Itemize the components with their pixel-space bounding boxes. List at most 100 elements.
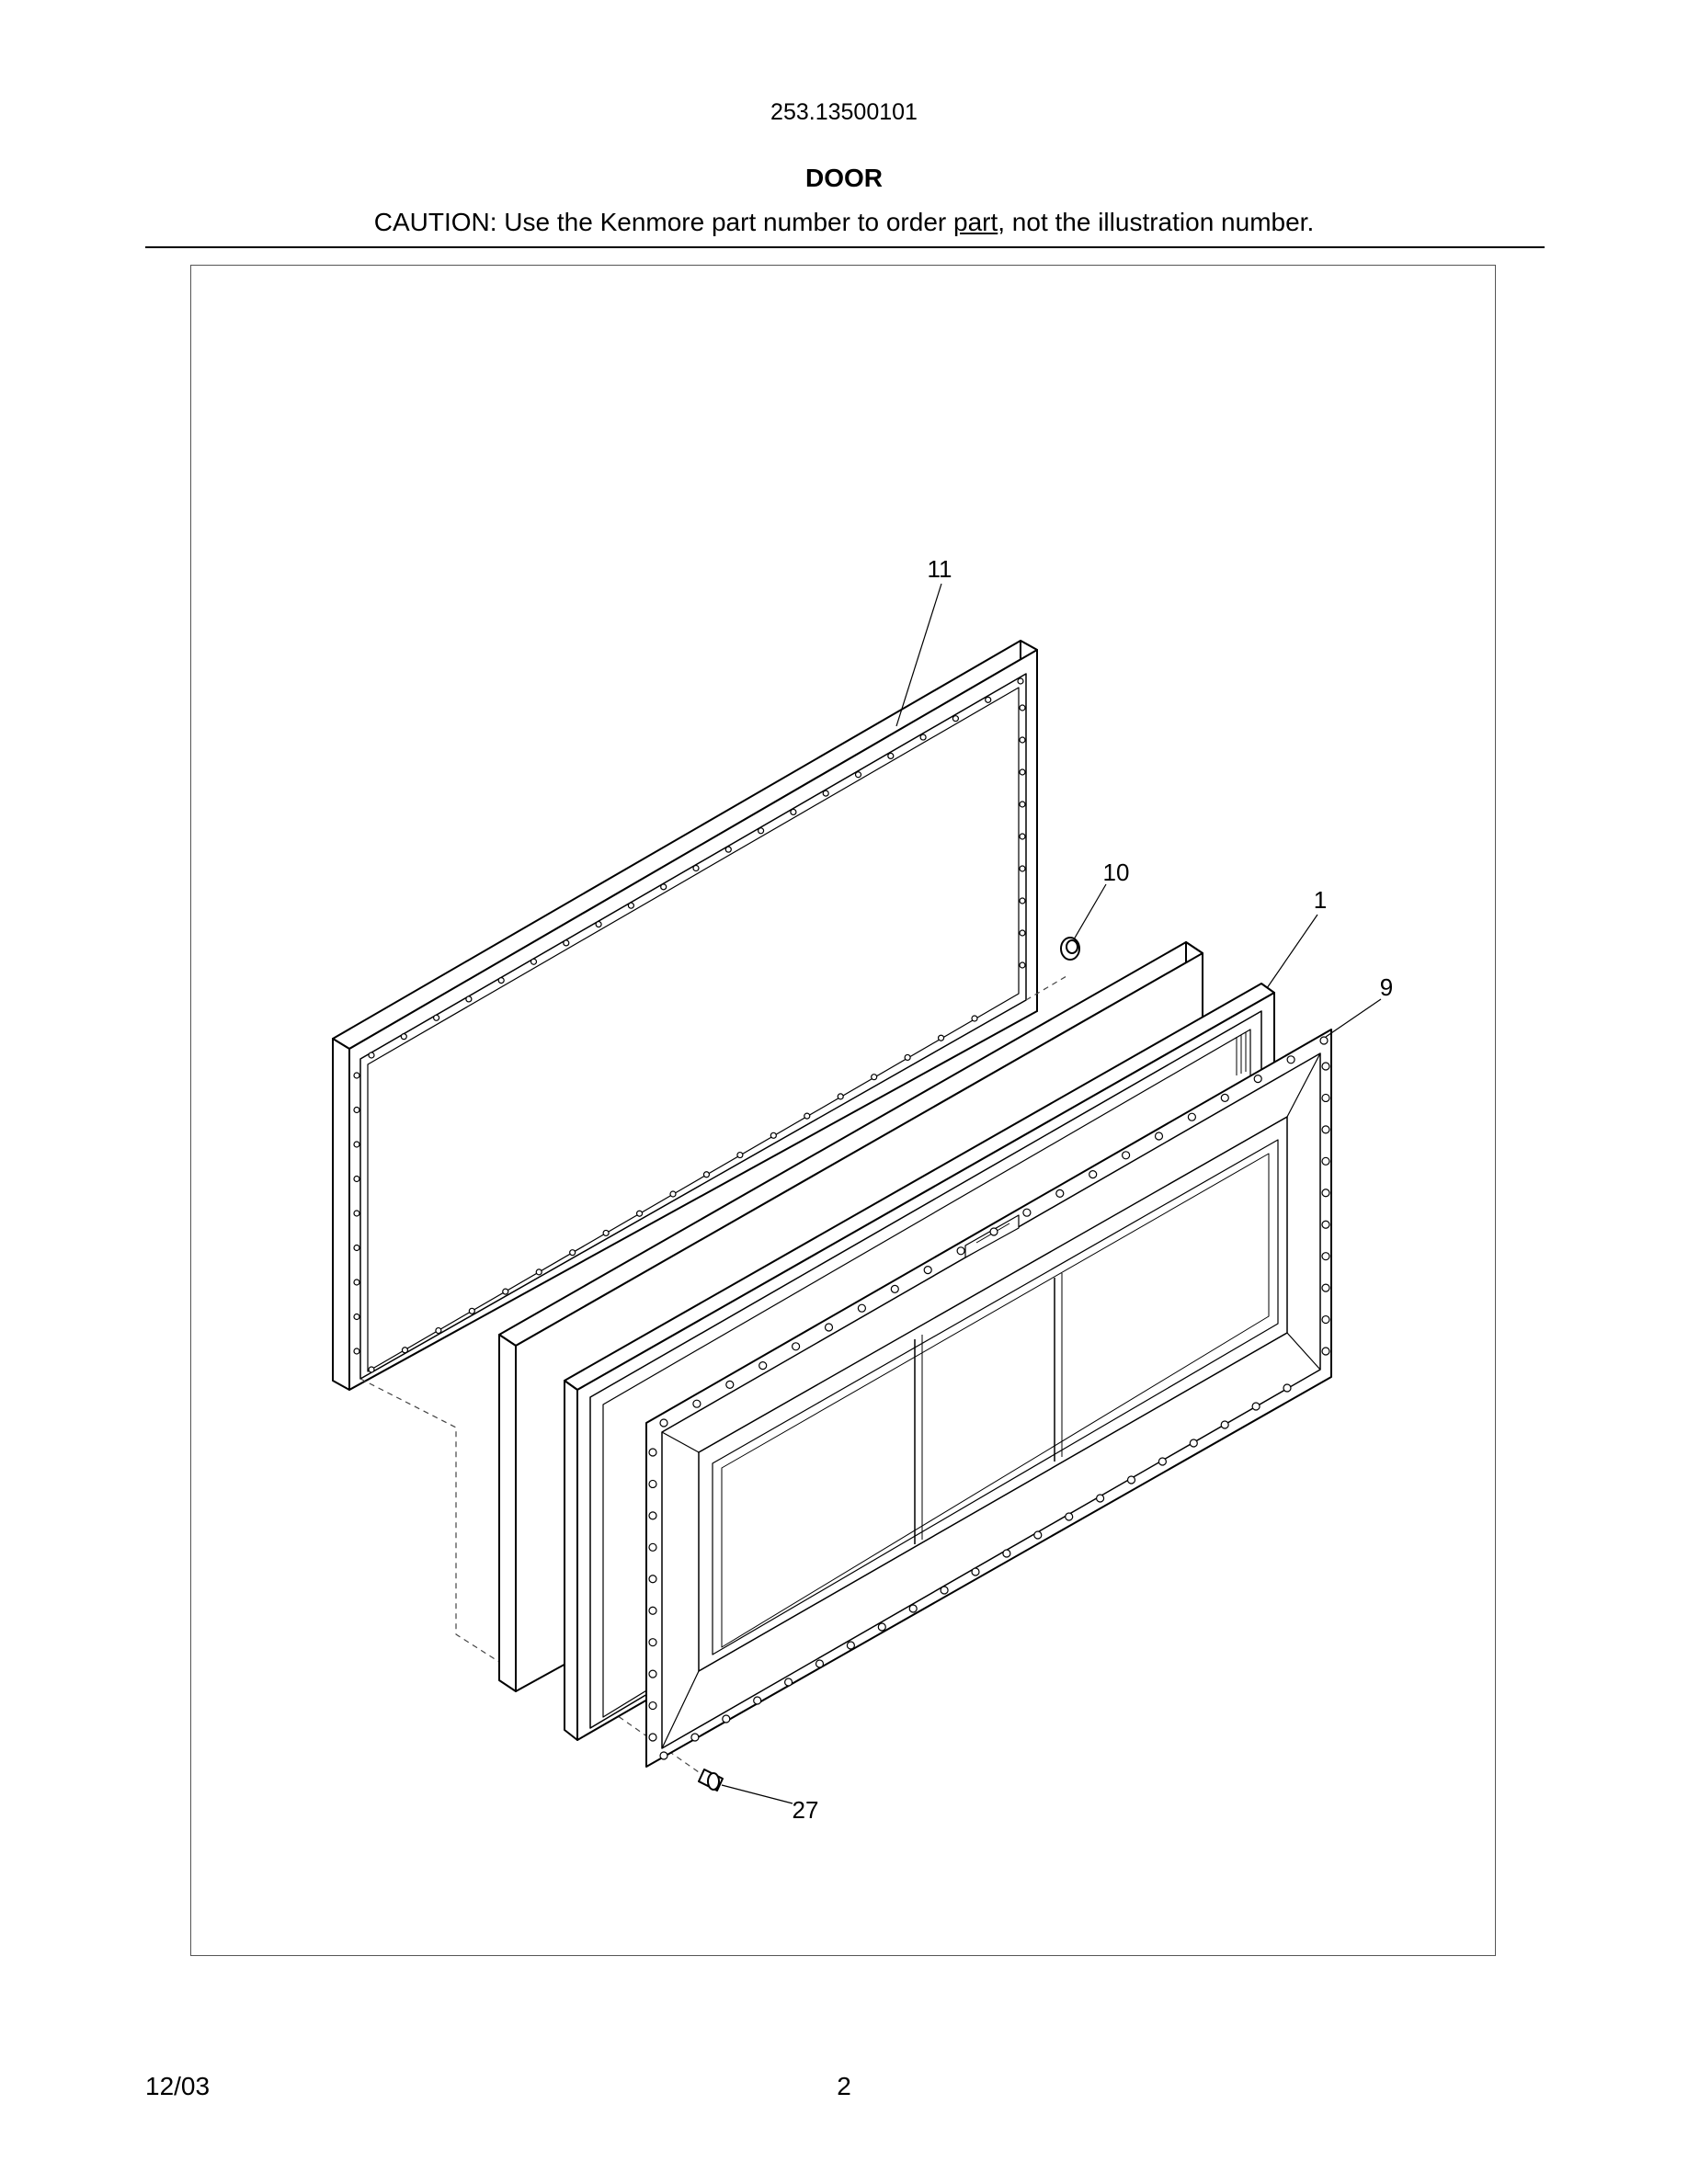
screw-hole	[669, 1190, 677, 1198]
screw-hole	[400, 1033, 407, 1041]
screw-hole	[758, 1360, 768, 1371]
screw-hole	[1321, 1189, 1330, 1198]
screw-hole	[1321, 1347, 1330, 1356]
screw-hole	[1220, 1093, 1229, 1103]
illustration-frame	[190, 265, 1496, 1956]
screw-hole	[971, 1567, 980, 1576]
screw-hole	[648, 1511, 657, 1520]
screw-hole	[1253, 1074, 1262, 1084]
revision-date: 12/03	[145, 2072, 211, 2100]
screw-hole	[908, 1604, 918, 1613]
screw-hole	[722, 1714, 731, 1723]
screw-hole	[846, 1641, 856, 1650]
screw-hole	[1321, 1252, 1330, 1261]
screw-hole	[1321, 1062, 1330, 1071]
screw-hole	[353, 1141, 360, 1148]
screw-hole	[985, 696, 992, 703]
screw-hole	[1065, 1512, 1074, 1521]
screw-hole	[1283, 1383, 1292, 1393]
screw-hole	[790, 808, 797, 816]
screw-hole	[692, 864, 700, 872]
screw-hole	[822, 790, 829, 797]
screw-hole	[854, 771, 862, 779]
screw-hole	[595, 920, 602, 928]
screw-hole	[1126, 1475, 1136, 1484]
screw-hole	[753, 1696, 762, 1705]
screw-hole	[1019, 704, 1026, 711]
screw-hole	[971, 1015, 978, 1022]
screw-hole	[569, 1249, 576, 1257]
screw-hole	[648, 1606, 657, 1615]
screw-hole	[1019, 929, 1026, 937]
screw-hole	[530, 958, 538, 965]
screw-hole	[1286, 1055, 1295, 1064]
screw-hole	[435, 1326, 442, 1335]
screw-hole	[660, 883, 667, 891]
screw-hole	[956, 1246, 965, 1256]
screw-hole	[770, 1132, 777, 1139]
screw-hole	[368, 1366, 375, 1373]
screw-hole	[937, 1034, 945, 1041]
model-number: 253.13500101	[770, 99, 918, 125]
callout-11: 11	[928, 555, 952, 583]
screw-hole	[736, 1151, 744, 1159]
leader-lines	[721, 583, 1382, 1804]
screw-hole	[535, 1268, 542, 1276]
screw-hole	[783, 1678, 793, 1687]
screw-hole	[659, 1751, 668, 1760]
screw-hole	[871, 1074, 878, 1081]
screw-hole	[952, 715, 960, 722]
screw-hole	[353, 1244, 360, 1252]
caution-prefix: CAUTION: Use the Kenmore part number to …	[373, 208, 953, 236]
screw-hole	[837, 1093, 844, 1100]
screw-hole	[1321, 1125, 1330, 1134]
screw-hole	[824, 1323, 834, 1332]
screw-hole	[648, 1669, 657, 1678]
screw-hole	[648, 1479, 657, 1489]
section-title: DOOR	[805, 164, 883, 192]
screw-hole	[1019, 768, 1026, 776]
screw-hole	[690, 1733, 700, 1742]
screw-hole	[648, 1733, 657, 1742]
screw-hole	[857, 1303, 867, 1313]
screw-hole	[502, 1288, 509, 1295]
callout-27: 27	[793, 1796, 819, 1824]
screw-hole	[1158, 1457, 1168, 1466]
screw-hole	[887, 752, 895, 760]
screw-hole	[648, 1701, 657, 1711]
screw-hole	[353, 1175, 360, 1183]
screw-hole	[1321, 1314, 1330, 1325]
screw-hole	[353, 1279, 360, 1286]
screw-hole	[648, 1542, 657, 1552]
screw-hole	[1121, 1151, 1131, 1160]
screw-hole	[757, 827, 765, 835]
screw-hole	[1321, 1283, 1330, 1292]
screw-hole	[353, 1210, 360, 1217]
screw-hole	[877, 1622, 886, 1632]
part-11-holes	[353, 677, 1026, 1373]
screw-hole	[724, 846, 732, 853]
screw-hole	[1022, 1208, 1032, 1217]
screw-hole	[940, 1586, 949, 1595]
part-9-screw-holes	[648, 1036, 1330, 1760]
screw-hole	[1251, 1402, 1260, 1411]
screw-hole	[1019, 865, 1026, 872]
screw-hole	[1019, 736, 1026, 744]
screw-hole	[468, 1307, 475, 1314]
screw-hole	[1019, 801, 1026, 808]
screw-hole	[725, 1380, 735, 1390]
screw-hole	[815, 1659, 825, 1668]
screw-hole	[923, 1265, 932, 1275]
screw-hole	[1189, 1439, 1198, 1448]
screw-hole	[1019, 897, 1026, 904]
screw-hole	[1319, 1036, 1329, 1045]
screw-hole	[890, 1284, 899, 1294]
screw-hole	[1017, 677, 1024, 685]
screw-hole	[1019, 833, 1026, 840]
callout-1: 1	[1314, 886, 1327, 914]
screw-hole	[659, 1418, 668, 1428]
hidden-lines	[359, 975, 1067, 1780]
screw-hole	[497, 976, 505, 984]
screw-hole	[433, 1014, 440, 1021]
screw-hole	[648, 1448, 657, 1457]
